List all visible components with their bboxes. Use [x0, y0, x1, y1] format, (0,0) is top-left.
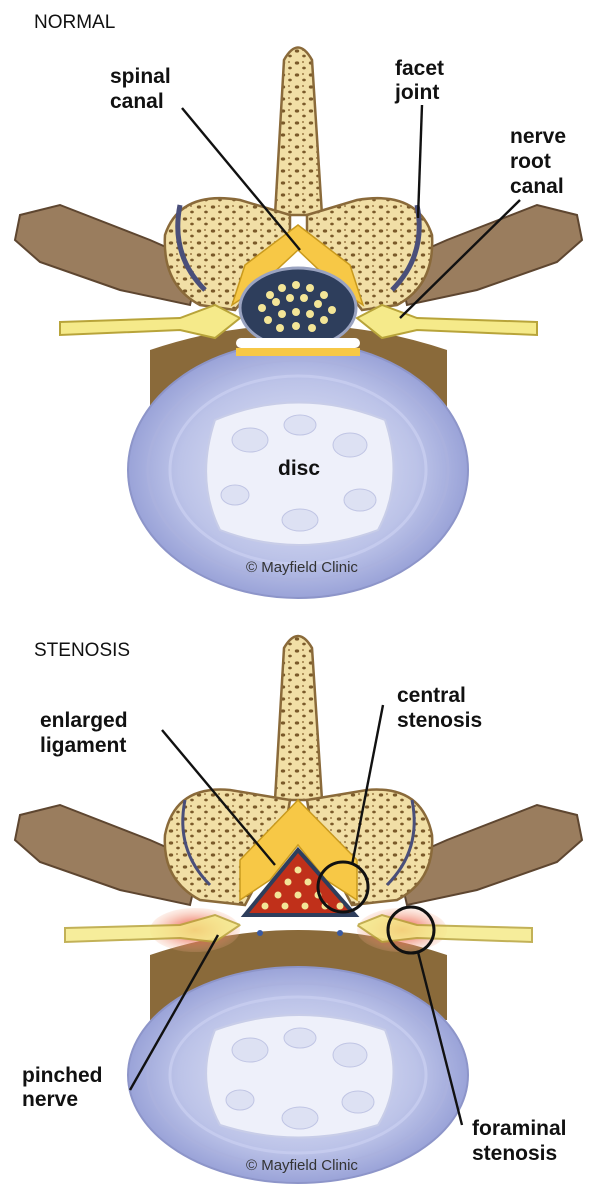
label-central-stenosis: central stenosis: [397, 684, 482, 732]
stenosis-panel-title: STENOSIS: [34, 640, 130, 661]
stenosis-spinous-process: [275, 636, 322, 800]
label-disc: disc: [278, 457, 320, 480]
normal-copyright: © Mayfield Clinic: [246, 559, 358, 576]
normal-panel-title: NORMAL: [34, 12, 115, 33]
normal-spinal-cord: [240, 268, 356, 348]
label-enlarged-ligament: enlarged ligament: [40, 709, 133, 757]
normal-left-nerve-root: [60, 305, 240, 338]
stenosis-right-nerve-root: [357, 915, 532, 942]
stenosis-copyright: © Mayfield Clinic: [246, 1157, 358, 1174]
normal-right-nerve-root: [357, 305, 537, 338]
stenosis-left-nerve-root: [65, 915, 240, 942]
label-nerve-root-canal: nerve root canal: [510, 125, 572, 198]
label-spinal-canal: spinal canal: [110, 65, 177, 113]
label-pinched-nerve: pinched nerve: [22, 1064, 108, 1111]
normal-spinous-process: [275, 48, 322, 216]
leader-facet-joint: [418, 105, 422, 218]
label-facet-joint: facet joint: [394, 57, 450, 104]
normal-panel: NORMAL: [15, 12, 582, 598]
label-foraminal-stenosis: foraminal stenosis: [472, 1117, 572, 1165]
stenosis-panel: STENOSIS: [15, 636, 582, 1183]
